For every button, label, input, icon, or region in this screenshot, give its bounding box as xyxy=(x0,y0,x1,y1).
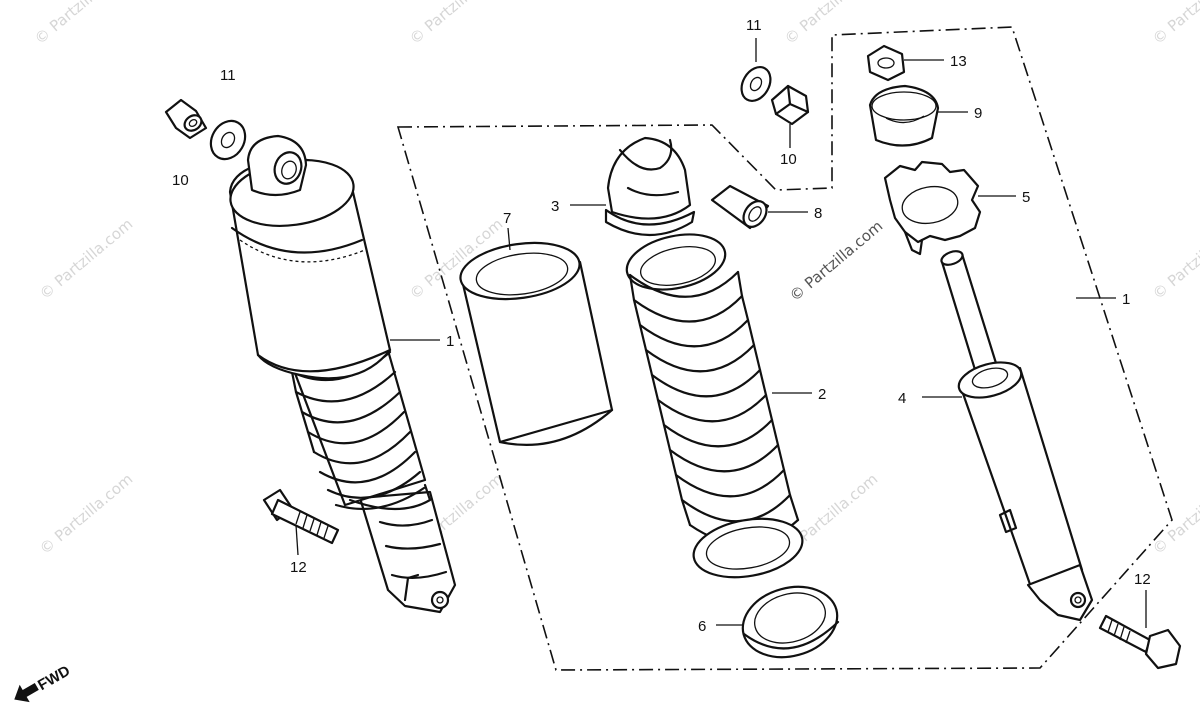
part-8-collar xyxy=(710,184,808,230)
cap-nut-10-left xyxy=(164,98,208,140)
callout-10: 10 xyxy=(172,172,189,189)
part-4-damper xyxy=(922,250,1094,622)
part-9-bump-rubber xyxy=(868,84,968,147)
callout-1: 1 xyxy=(1122,291,1130,308)
watermark: © Partzilla.com xyxy=(1149,470,1200,558)
fwd-label: FWD xyxy=(35,662,73,694)
watermark: © Partzilla.com xyxy=(406,0,506,48)
part-13-nut xyxy=(866,44,944,82)
callout-12: 12 xyxy=(290,559,307,576)
washer-11-left xyxy=(209,119,247,161)
callout-labels: 11 10 1 12 7 3 8 2 6 11 10 13 9 5 4 1 12 xyxy=(172,17,1151,635)
cap-nut-10-right xyxy=(770,84,810,148)
callout-8: 8 xyxy=(814,205,822,222)
bolt-12-right xyxy=(1098,590,1182,670)
part-2-coil-spring xyxy=(625,233,812,579)
callout-11: 11 xyxy=(746,17,762,34)
leader-line xyxy=(507,227,511,251)
watermark: © Partzilla.com xyxy=(786,217,886,305)
part-5-adjuster xyxy=(883,160,1016,256)
part-3-spring-seat xyxy=(570,136,696,237)
part-6-lower-seat xyxy=(716,585,840,659)
fwd-direction-marker: FWD xyxy=(14,662,73,703)
watermark: © Partzilla.com xyxy=(1149,0,1200,48)
watermark: © Partzilla.com xyxy=(1149,215,1200,303)
watermark: © Partzilla.com xyxy=(31,0,131,48)
callout-1: 1 xyxy=(446,333,454,350)
callout-4: 4 xyxy=(898,390,906,407)
callout-11: 11 xyxy=(220,67,236,84)
callout-6: 6 xyxy=(698,618,706,635)
lower-mount-left xyxy=(358,490,457,614)
callout-2: 2 xyxy=(818,386,826,403)
callout-10: 10 xyxy=(780,151,797,168)
watermark: © Partzilla.com xyxy=(36,470,136,558)
top-eye-left xyxy=(246,134,308,197)
leader-line xyxy=(295,524,299,556)
assembly-boundary xyxy=(396,26,1173,671)
callout-9: 9 xyxy=(974,105,982,122)
assembled-shock-absorber xyxy=(164,98,457,614)
callout-5: 5 xyxy=(1022,189,1030,206)
part-7-sleeve xyxy=(459,227,614,446)
callout-3: 3 xyxy=(551,198,559,215)
washer-11-right xyxy=(740,38,772,102)
watermark: © Partzilla.com xyxy=(781,0,881,48)
callout-13: 13 xyxy=(950,53,967,70)
callout-12: 12 xyxy=(1134,571,1151,588)
arrow-left-icon xyxy=(14,683,39,703)
watermark: © Partzilla.com xyxy=(36,215,136,303)
callout-7: 7 xyxy=(503,210,511,227)
bolt-12-left xyxy=(262,488,340,556)
